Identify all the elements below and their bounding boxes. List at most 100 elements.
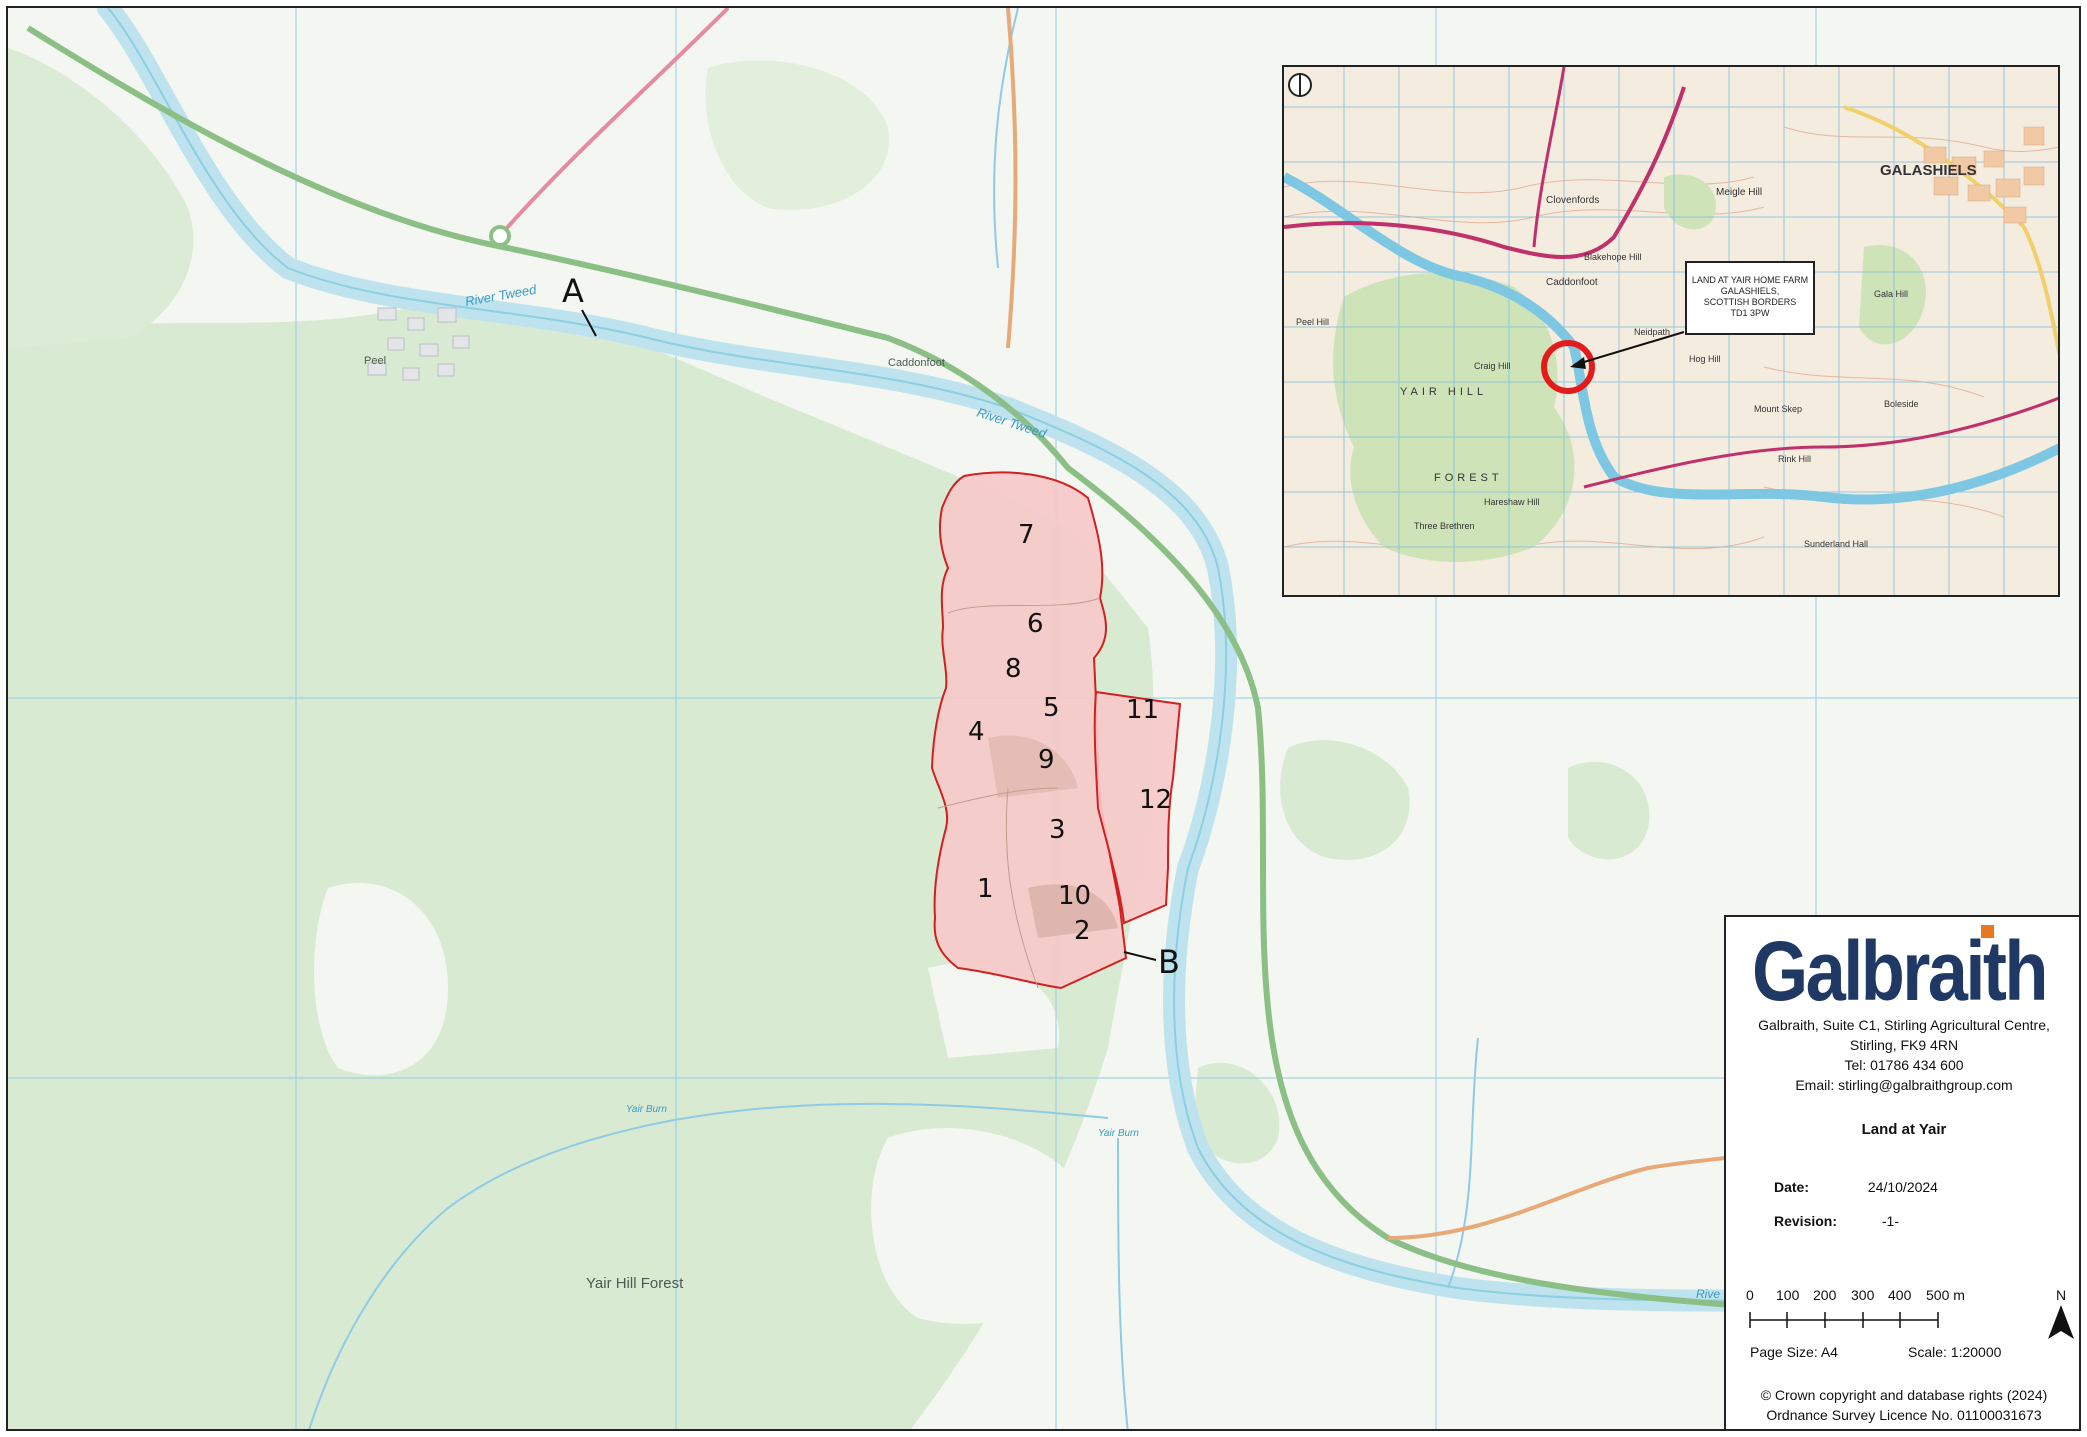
- woodland-area: [8, 48, 194, 348]
- inset-location-map[interactable]: GALASHIELS Clovenfords Caddonfoot Blakeh…: [1282, 65, 2060, 597]
- inset-label: Sunderland Hall: [1804, 539, 1868, 549]
- callout-line: GALASHIELS,: [1720, 286, 1780, 296]
- plot-boundaries[interactable]: [930, 471, 1182, 990]
- plot-label: 8: [1005, 654, 1022, 684]
- inset-label: Hog Hill: [1689, 354, 1721, 364]
- main-map[interactable]: 1 2 3 4 5 6 7 8 9 10 11 12 A B Peel Cadd…: [6, 6, 2081, 1431]
- date-row: Date: 24/10/2024: [1774, 1179, 1938, 1195]
- inset-road-main: [1532, 67, 1566, 248]
- inset-label: Neidpath: [1634, 327, 1670, 337]
- road-b-green: [1006, 8, 1018, 349]
- page-size: Page Size: A4: [1750, 1344, 1838, 1360]
- title-block: Galbraith Galbraith, Suite C1, Stirling …: [1724, 915, 2079, 1429]
- scale-tick-label: 100: [1776, 1287, 1800, 1303]
- address-line: Stirling, FK9 4RN: [1849, 1037, 1959, 1053]
- clearing: [314, 882, 448, 1076]
- inset-town-galashiels: [1923, 126, 2045, 224]
- scale-bar-graphic: [1749, 1312, 1939, 1328]
- woodland-area: [705, 60, 889, 210]
- plot-label: 2: [1074, 916, 1091, 946]
- inset-label: Three Brethren: [1414, 521, 1475, 531]
- copyright-line: © Crown copyright and database rights (2…: [1760, 1387, 2048, 1403]
- inset-label: YAIR HILL: [1400, 386, 1487, 398]
- road-pink: [496, 8, 730, 240]
- clearing: [871, 1128, 1098, 1324]
- inset-forest: [1859, 245, 1926, 345]
- inset-canvas: GALASHIELS Clovenfords Caddonfoot Blakeh…: [1284, 67, 2058, 595]
- place-label-caddonfoot: Caddonfoot: [888, 357, 945, 369]
- location-marker: [1541, 340, 1595, 394]
- logo-accent: [1981, 925, 1994, 938]
- inset-label: Meigle Hill: [1716, 187, 1762, 198]
- revision-row: Revision: -1-: [1774, 1213, 1899, 1229]
- licence-line: Ordnance Survey Licence No. 01100031673: [1766, 1407, 2042, 1423]
- plot-label: 12: [1139, 785, 1172, 815]
- callout-line: LAND AT YAIR HOME FARM: [1691, 275, 1809, 285]
- inset-label: Gala Hill: [1874, 289, 1908, 299]
- inset-road-yellow: [1843, 105, 2058, 358]
- scale-tick-label: 200: [1813, 1287, 1837, 1303]
- plot-label: 6: [1027, 609, 1044, 639]
- inset-forest: [1664, 174, 1716, 230]
- inset-label: Boleside: [1884, 399, 1919, 409]
- plot-label: 5: [1043, 693, 1060, 723]
- scale-tick-label: 500 m: [1926, 1287, 1965, 1303]
- plot-divider: [1005, 787, 1039, 989]
- copyright-block: © Crown copyright and database rights (2…: [1726, 1385, 2079, 1425]
- inset-label: Clovenfords: [1546, 195, 1599, 206]
- inset-label: Blakehope Hill: [1584, 252, 1642, 262]
- plot-shade: [1028, 884, 1118, 938]
- inset-label: Rink Hill: [1778, 454, 1811, 464]
- inset-label: Craig Hill: [1474, 361, 1511, 371]
- point-b-leader: [1123, 951, 1157, 961]
- plot-shade: [988, 735, 1078, 798]
- woodland-area: [8, 303, 1154, 1429]
- map-title: Land at Yair: [1861, 1121, 1947, 1138]
- location-arrow-head: [1570, 357, 1586, 369]
- scale-tick-label: 0: [1746, 1287, 1754, 1303]
- plot-area-east[interactable]: [1093, 690, 1182, 925]
- galbraith-logo: Galbraith: [1752, 924, 2048, 1018]
- clearing: [928, 962, 1060, 1058]
- north-arrow: N: [2046, 1287, 2076, 1357]
- plot-divider: [947, 597, 1101, 614]
- stream: [1117, 1137, 1129, 1429]
- woodland-area: [1568, 761, 1650, 860]
- point-b-label: B: [1158, 943, 1180, 981]
- stream-label: Yair Burn: [626, 1104, 667, 1115]
- inset-label: Hareshaw Hill: [1484, 497, 1540, 507]
- scale-tick-label: 300: [1851, 1287, 1875, 1303]
- place-label-yair-hill-forest: Yair Hill Forest: [586, 1275, 684, 1292]
- plot-label: 9: [1038, 745, 1055, 775]
- scale-ratio: Scale: 1:20000: [1908, 1344, 2002, 1360]
- plot-label: 7: [1018, 520, 1035, 550]
- river-label: Rive: [1696, 1287, 1720, 1301]
- plot-label: 11: [1126, 695, 1159, 725]
- stream: [308, 1102, 1109, 1429]
- plot-label: 10: [1058, 881, 1091, 911]
- settlement-peel: [367, 307, 470, 381]
- plot-label: 3: [1049, 815, 1066, 845]
- location-arrow: [1573, 331, 1685, 366]
- inset-road-main: [1284, 86, 1686, 259]
- roundabout: [489, 225, 511, 247]
- revision-label: Revision:: [1774, 1213, 1838, 1229]
- inset-label: GALASHIELS: [1880, 162, 1977, 179]
- date-value: 24/10/2024: [1867, 1179, 1938, 1195]
- phone-line: Tel: 01786 434 600: [1844, 1057, 1964, 1073]
- inset-label: FOREST: [1434, 472, 1503, 484]
- plot-label: 4: [968, 717, 985, 747]
- point-a-leader: [581, 309, 597, 337]
- callout-line: TD1 3PW: [1730, 308, 1770, 318]
- scale-tick-label: 400: [1888, 1287, 1912, 1303]
- inset-callout-box: LAND AT YAIR HOME FARM GALASHIELS, SCOTT…: [1685, 261, 1815, 335]
- stream: [1447, 1037, 1479, 1289]
- inset-label: Peel Hill: [1296, 317, 1329, 327]
- callout-line: SCOTTISH BORDERS: [1703, 297, 1797, 307]
- inset-label: Caddonfoot: [1546, 277, 1598, 288]
- north-label: N: [2055, 1287, 2067, 1303]
- map-canvas: 1 2 3 4 5 6 7 8 9 10 11 12 A B Peel Cadd…: [8, 8, 2079, 1429]
- point-a-label: A: [562, 272, 584, 310]
- inset-river: [1284, 172, 2058, 505]
- woodland-area: [1280, 740, 1410, 860]
